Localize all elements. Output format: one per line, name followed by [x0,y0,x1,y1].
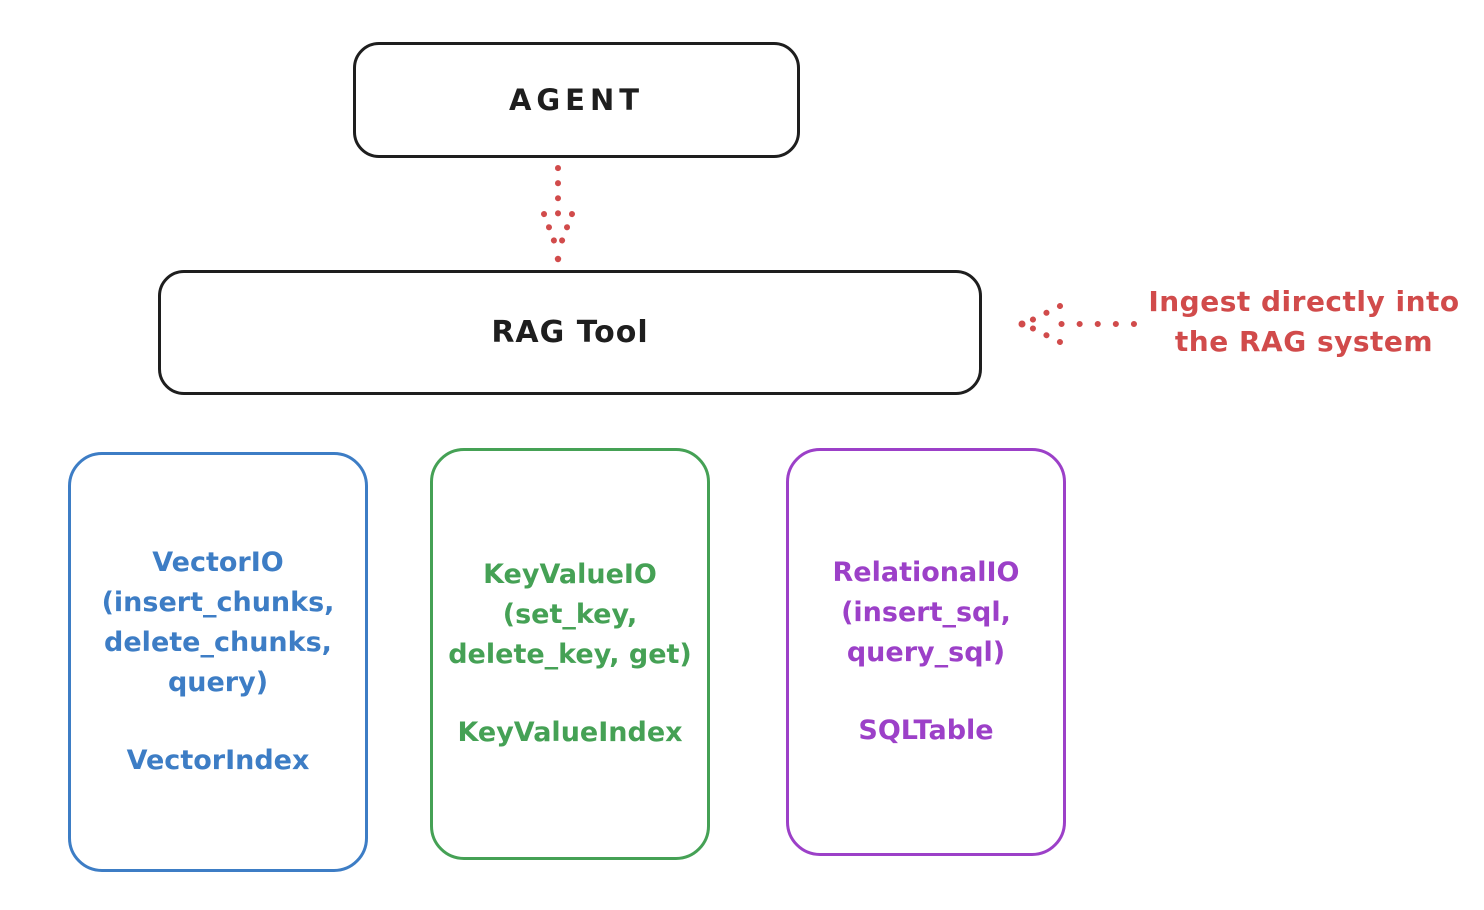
sql-table-label: SQLTable [858,715,994,746]
ingest-annotation-line2: the RAG system [1174,325,1434,358]
key-value-io-methods: KeyValueIO (set_key, delete_key, get) [448,555,692,675]
rag-tool-label: RAG Tool [491,315,649,350]
text-line: delete_key, get) [448,639,692,670]
text-line: (insert_chunks, [101,587,335,618]
text-line: VectorIO [152,547,284,578]
text-line: KeyValueIO [483,559,657,590]
text-line: RelationalIO [832,557,1020,588]
relational-io-node: RelationalIO (insert_sql, query_sql) SQL… [786,448,1066,856]
text-line: (set_key, [502,599,638,630]
agent-to-ragtool-arrow-icon [541,165,575,263]
text-line: query_sql) [846,637,1006,668]
key-value-index-label: KeyValueIndex [457,717,683,748]
relational-io-methods: RelationalIO (insert_sql, query_sql) [833,553,1020,673]
text-line: (insert_sql, [841,597,1011,628]
key-value-io-node: KeyValueIO (set_key, delete_key, get) Ke… [430,448,710,860]
agent-node: AGENT [353,42,800,158]
text-line: delete_chunks, [104,627,332,658]
agent-label: AGENT [508,83,645,117]
rag-tool-node: RAG Tool [158,270,982,395]
vector-index-label: VectorIndex [126,745,310,776]
text-line: query) [167,667,269,698]
ingest-annotation-line1: Ingest directly into [1148,285,1460,318]
ingest-annotation-arrow-icon [1018,303,1137,345]
vector-io-methods: VectorIO (insert_chunks, delete_chunks, … [102,543,335,703]
vector-io-node: VectorIO (insert_chunks, delete_chunks, … [68,452,368,872]
ingest-annotation: Ingest directly into the RAG system [1128,282,1480,362]
